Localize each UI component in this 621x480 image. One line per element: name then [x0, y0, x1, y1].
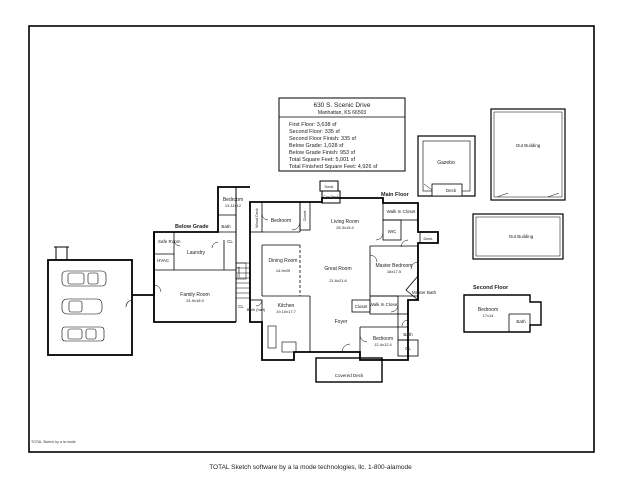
room-label: Bath (half) [247, 307, 266, 312]
room-label: Bedroom [223, 197, 243, 203]
room-dimension: 17x14 [483, 313, 495, 318]
room-label: Master Bath [412, 290, 437, 295]
gazebo-structure [417, 135, 476, 197]
room-dimension: 18x17.5 [387, 269, 402, 274]
main-floor-outline [235, 180, 439, 383]
room-label: Walk In Closet [387, 209, 417, 214]
room-label: Covered Deck [335, 373, 364, 378]
room-label: Bath [403, 332, 413, 337]
room-label: Foyer [335, 319, 348, 325]
room-label: Deck [423, 236, 432, 241]
room-dimension: 14.9x09 [276, 268, 291, 273]
info-line: Second Floor: 335 sf [289, 129, 340, 135]
room-label: Dining Room [269, 258, 298, 264]
out-building-2-label: Out Building [509, 234, 534, 239]
footer-text: TOTAL Sketch software by a la mode techn… [209, 464, 412, 471]
room-label: Deck [324, 184, 333, 189]
gazebo-deck-label: Deck [446, 188, 457, 193]
room-label: CL [405, 346, 411, 351]
out-building-2 [472, 213, 564, 260]
room-dimension: 21.6x21.6 [329, 278, 347, 283]
room-label: Family Room [180, 292, 209, 298]
room-label: Great Room [324, 266, 351, 272]
room-label: Closet [355, 304, 369, 309]
room-dimension: 19.10x17.7 [276, 309, 297, 314]
room-label: CL [227, 239, 233, 244]
room-label: Cov Deck [323, 195, 338, 199]
room-label: Bedroom [271, 218, 291, 224]
room-label: HVAC [157, 258, 170, 263]
room-dimension: 24.9x18.9 [186, 298, 204, 303]
below-grade-outline [132, 186, 250, 323]
room-label: Bath [221, 224, 231, 229]
property-info-box: 630 S. Scenic Drive Manhattan, KS 66503 … [278, 97, 406, 172]
room-dimension: 13.11x12 [225, 203, 242, 208]
room-label: Bedroom [373, 336, 393, 342]
info-line: Below Grade Finish: 953 sf [289, 150, 356, 156]
property-address: 630 S. Scenic Drive [313, 102, 370, 109]
below-grade-label: Below Grade [175, 224, 209, 230]
room-dimension: 25.3x15.4 [336, 225, 354, 230]
room-label: Closet [303, 210, 307, 222]
garage [47, 246, 133, 356]
main-floor-label: Main Floor [381, 192, 410, 198]
room-label: Wood Deck [255, 208, 259, 228]
room-label: Laundry [187, 250, 206, 256]
info-line: First Floor: 3,638 sf [289, 122, 337, 128]
door-swings [153, 213, 419, 353]
room-label: Master Bedroom [376, 263, 413, 269]
room-label: WIC [388, 229, 397, 234]
room-label: Safe Room [158, 239, 181, 244]
second-floor-outline [463, 294, 542, 333]
sketch-credit: TOTAL Sketch by a la mode [31, 440, 76, 444]
second-floor-label: Second Floor [473, 285, 509, 291]
room-dimension: 12.4x12.4 [374, 342, 392, 347]
room-label: CL [238, 304, 244, 309]
info-line: Second Floor Finish: 335 sf [289, 136, 356, 142]
garage-cars [61, 270, 107, 342]
room-label: Closet [237, 266, 241, 278]
info-line: Total Square Feet: 5,001 sf [289, 157, 356, 163]
property-city: Manhattan, KS 66503 [318, 110, 367, 116]
out-building-1 [490, 108, 566, 201]
room-label: Bath [516, 319, 526, 324]
gazebo-label: Gazebo [437, 160, 455, 166]
room-label: Kitchen [278, 303, 295, 309]
info-line: Total Finished Square Feet: 4,926 sf [289, 164, 378, 170]
out-building-1-label: Out Building [516, 143, 541, 148]
room-label: Living Room [331, 219, 359, 225]
room-label: Bedroom [478, 307, 498, 313]
info-line: Below Grade: 1,028 sf [289, 143, 344, 149]
page-border [28, 25, 595, 453]
room-label: Walk In Closet [370, 302, 400, 307]
